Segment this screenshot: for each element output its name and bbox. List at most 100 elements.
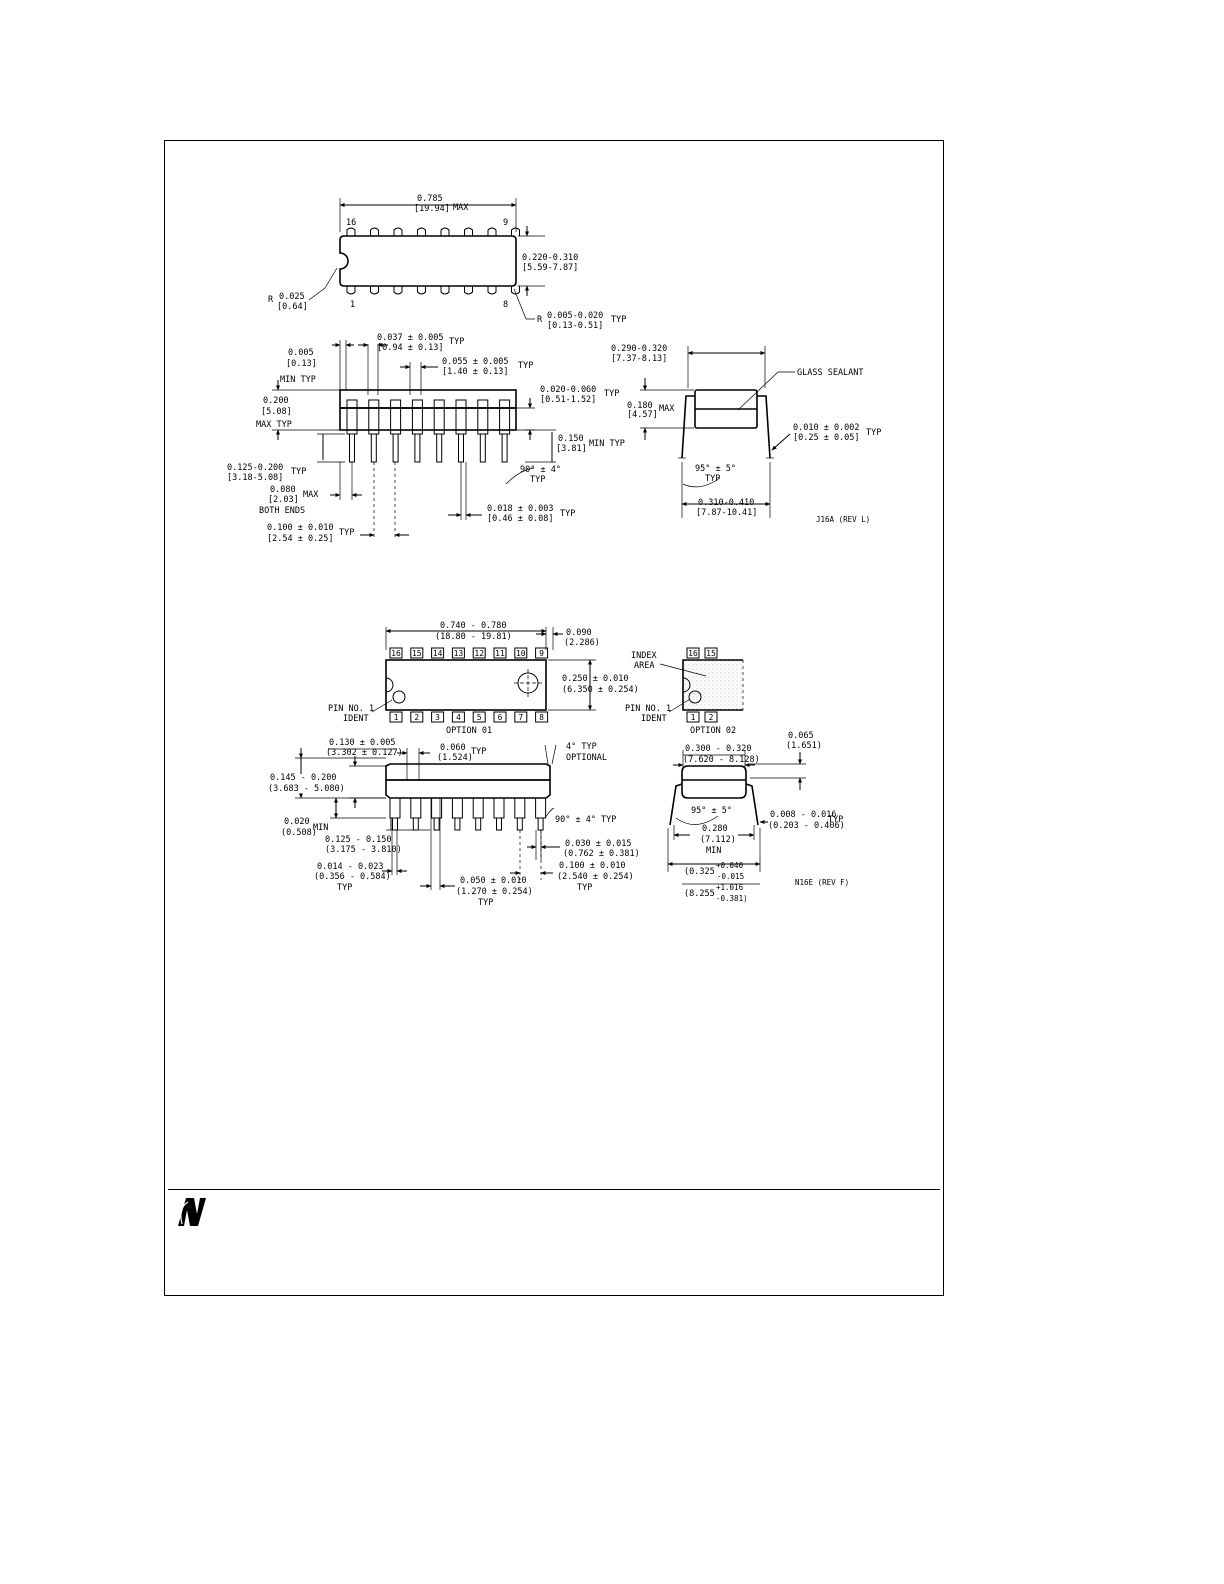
j16a-lead-length-mm: [3.18-5.08]	[227, 473, 283, 483]
j16a-pitch-typ: TYP	[339, 528, 354, 538]
n16e-top-pin-box	[514, 647, 528, 659]
j16a-lead-shoulder	[346, 399, 358, 435]
j16a-top-tab	[511, 227, 520, 236]
j16a-lead-thickness-typ: TYP	[866, 428, 881, 438]
n16e-opt2-top-pin-box	[686, 647, 700, 659]
j16a-lead-spread-inch: 0.310-0.410	[698, 498, 754, 508]
j16a-lead-shoulder	[499, 399, 511, 435]
n16e-spread-angle: 95° ± 5°	[691, 806, 732, 816]
n16e-bottom-pin-box	[514, 711, 528, 723]
n16e-body-height-mm: (3.302 ± 0.127)	[326, 748, 403, 758]
n16e-end-height-mm: (1.651)	[786, 741, 822, 751]
j16a-top-tab	[464, 227, 473, 236]
n16e-top-pin-number: 12	[474, 649, 484, 658]
n16e-lead-shoulder	[410, 797, 422, 819]
n16e-body-width-mm: (6.350 ± 0.254)	[562, 685, 639, 695]
n16e-bottom-pin-number: 8	[539, 713, 544, 722]
j16a-lead-shoulder-mm: [1.40 ± 0.13]	[442, 367, 509, 377]
j16a-top-tab	[487, 227, 497, 236]
j16a-drawing-id: J16A (REV L)	[816, 515, 870, 524]
j16a-side-body-top	[339, 389, 517, 409]
n16e-pin1-ident-line2: IDENT	[343, 714, 369, 724]
j16a-height-mm: [5.08]	[261, 407, 292, 417]
n16e-lead-tip	[475, 817, 482, 831]
n16e-shoulder-width-inch: 0.050 ± 0.010	[460, 876, 527, 886]
n16e-drawing: 0.740 - 0.780 (18.80 - 19.81) 0.090 (2.2…	[268, 621, 849, 908]
n16e-lead-tip	[516, 817, 523, 831]
n16e-pin1-ident-line1: PIN NO. 1	[328, 704, 374, 714]
n16e-top-pin-number: 11	[495, 649, 505, 658]
j16a-pitch-inch: 0.100 ± 0.010	[267, 523, 334, 533]
n16e-lead-spread-min-inch: 0.280	[702, 824, 728, 834]
j16a-top-tab	[370, 227, 379, 236]
j16a-bottom-tab	[370, 286, 379, 295]
n16e-opt2-bottom-pin-number: 2	[709, 713, 714, 722]
n16e-bottom-pin-box	[493, 711, 507, 723]
j16a-corner-typ: TYP	[611, 315, 626, 325]
j16a-lead-shoulder	[477, 399, 489, 435]
j16a-lead-shoulder	[455, 399, 467, 435]
n16e-opt2-bottom-pin-number: 1	[691, 713, 696, 722]
n16e-overall-spread-mm-minus: -0.381)	[716, 894, 748, 903]
n16e-seat-min-inch: 0.020	[284, 817, 310, 827]
n16e-pitch-typ: TYP	[577, 883, 592, 893]
j16a-corner-r: R	[537, 315, 543, 325]
j16a-bottom-tab	[346, 286, 356, 295]
n16e-overall-height-mm: (3.683 - 5.080)	[268, 784, 345, 794]
j16a-lead-angle: 90° ± 4°	[520, 465, 561, 475]
n16e-lead-tip	[537, 817, 544, 831]
n16e-pitch-inch: 0.100 ± 0.010	[559, 861, 626, 871]
n16e-top-pin-box	[410, 647, 424, 659]
n16e-shoulder-inch: 0.060	[440, 743, 466, 753]
n16e-bottom-pin-box	[410, 711, 424, 723]
n16e-side-body-top	[385, 763, 551, 781]
n16e-opt2-top-pin-box	[704, 647, 718, 659]
n16e-opt2-pin1-line1: PIN NO. 1	[625, 704, 671, 714]
n16e-top-pin-number: 16	[391, 649, 401, 658]
j16a-end-spacing-inch: 0.080	[270, 485, 296, 495]
n16e-bottom-pin-box	[451, 711, 465, 723]
n16e-shoulder-width-mm: (1.270 ± 0.254)	[456, 887, 533, 897]
n16e-top-pin-number: 9	[539, 649, 544, 658]
j16a-lead-spread-mm: [7.87-10.41]	[696, 508, 757, 518]
j16a-lead-tip	[436, 433, 443, 463]
j16a-end-spacing-max: MAX	[303, 490, 319, 500]
n16e-draft-angle: 4° TYP	[566, 742, 597, 752]
j16a-notch-mm: [0.64]	[277, 302, 308, 312]
j16a-top-tab	[346, 227, 356, 236]
n16e-overall-spread-mm: (8.255	[684, 889, 715, 899]
n16e-lead-tip	[496, 817, 502, 831]
j16a-standoff-inch: 0.005	[288, 348, 314, 358]
n16e-lead-tip	[412, 817, 419, 831]
n16e-lead-thickness-inch: 0.030 ± 0.015	[565, 839, 632, 849]
national-semiconductor-logo-icon	[178, 1198, 206, 1226]
n16e-bottom-pin-number: 3	[435, 713, 440, 722]
n16e-body-height-inch: 0.130 ± 0.005	[329, 738, 396, 748]
n16e-option01-top-view: 0.740 - 0.780 (18.80 - 19.81) 0.090 (2.2…	[328, 621, 639, 736]
j16a-standoff-typ: MIN TYP	[280, 375, 316, 385]
j16a-notch-inch: 0.025	[279, 292, 305, 302]
n16e-seat-min-label: MIN	[313, 823, 328, 833]
j16a-lead-thickness-mm: [0.25 ± 0.05]	[793, 433, 860, 443]
footer-rule	[168, 1189, 940, 1190]
n16e-shoulder-mm: (1.524)	[437, 753, 473, 763]
j16a-row-spacing-mm: [7.37-8.13]	[611, 354, 667, 364]
n16e-stock-thickness-mm: (0.203 - 0.406)	[768, 821, 845, 831]
n16e-lead-width-inch: 0.014 - 0.023	[317, 862, 384, 872]
n16e-bottom-pin-number: 1	[394, 713, 399, 722]
n16e-top-pin-number: 13	[454, 649, 464, 658]
n16e-top-pin-number: 10	[516, 649, 526, 658]
n16e-side-body-bottom	[385, 779, 551, 799]
n16e-top-pin-box	[431, 647, 445, 659]
n16e-lead-width-mm: (0.356 - 0.584)	[314, 872, 391, 882]
n16e-bottom-pin-box	[389, 711, 403, 723]
j16a-height-max-typ: MAX TYP	[256, 420, 292, 430]
j16a-height-inch: 0.200	[263, 396, 289, 406]
n16e-lead-thickness-mm: (0.762 ± 0.381)	[563, 849, 640, 859]
j16a-pin8-label: 8	[503, 300, 508, 310]
j16a-side-view: 0.037 ± 0.005 [0.94 ± 0.13] TYP 0.055 ± …	[227, 333, 625, 544]
n16e-lead-spread-min-label: MIN	[706, 846, 721, 856]
